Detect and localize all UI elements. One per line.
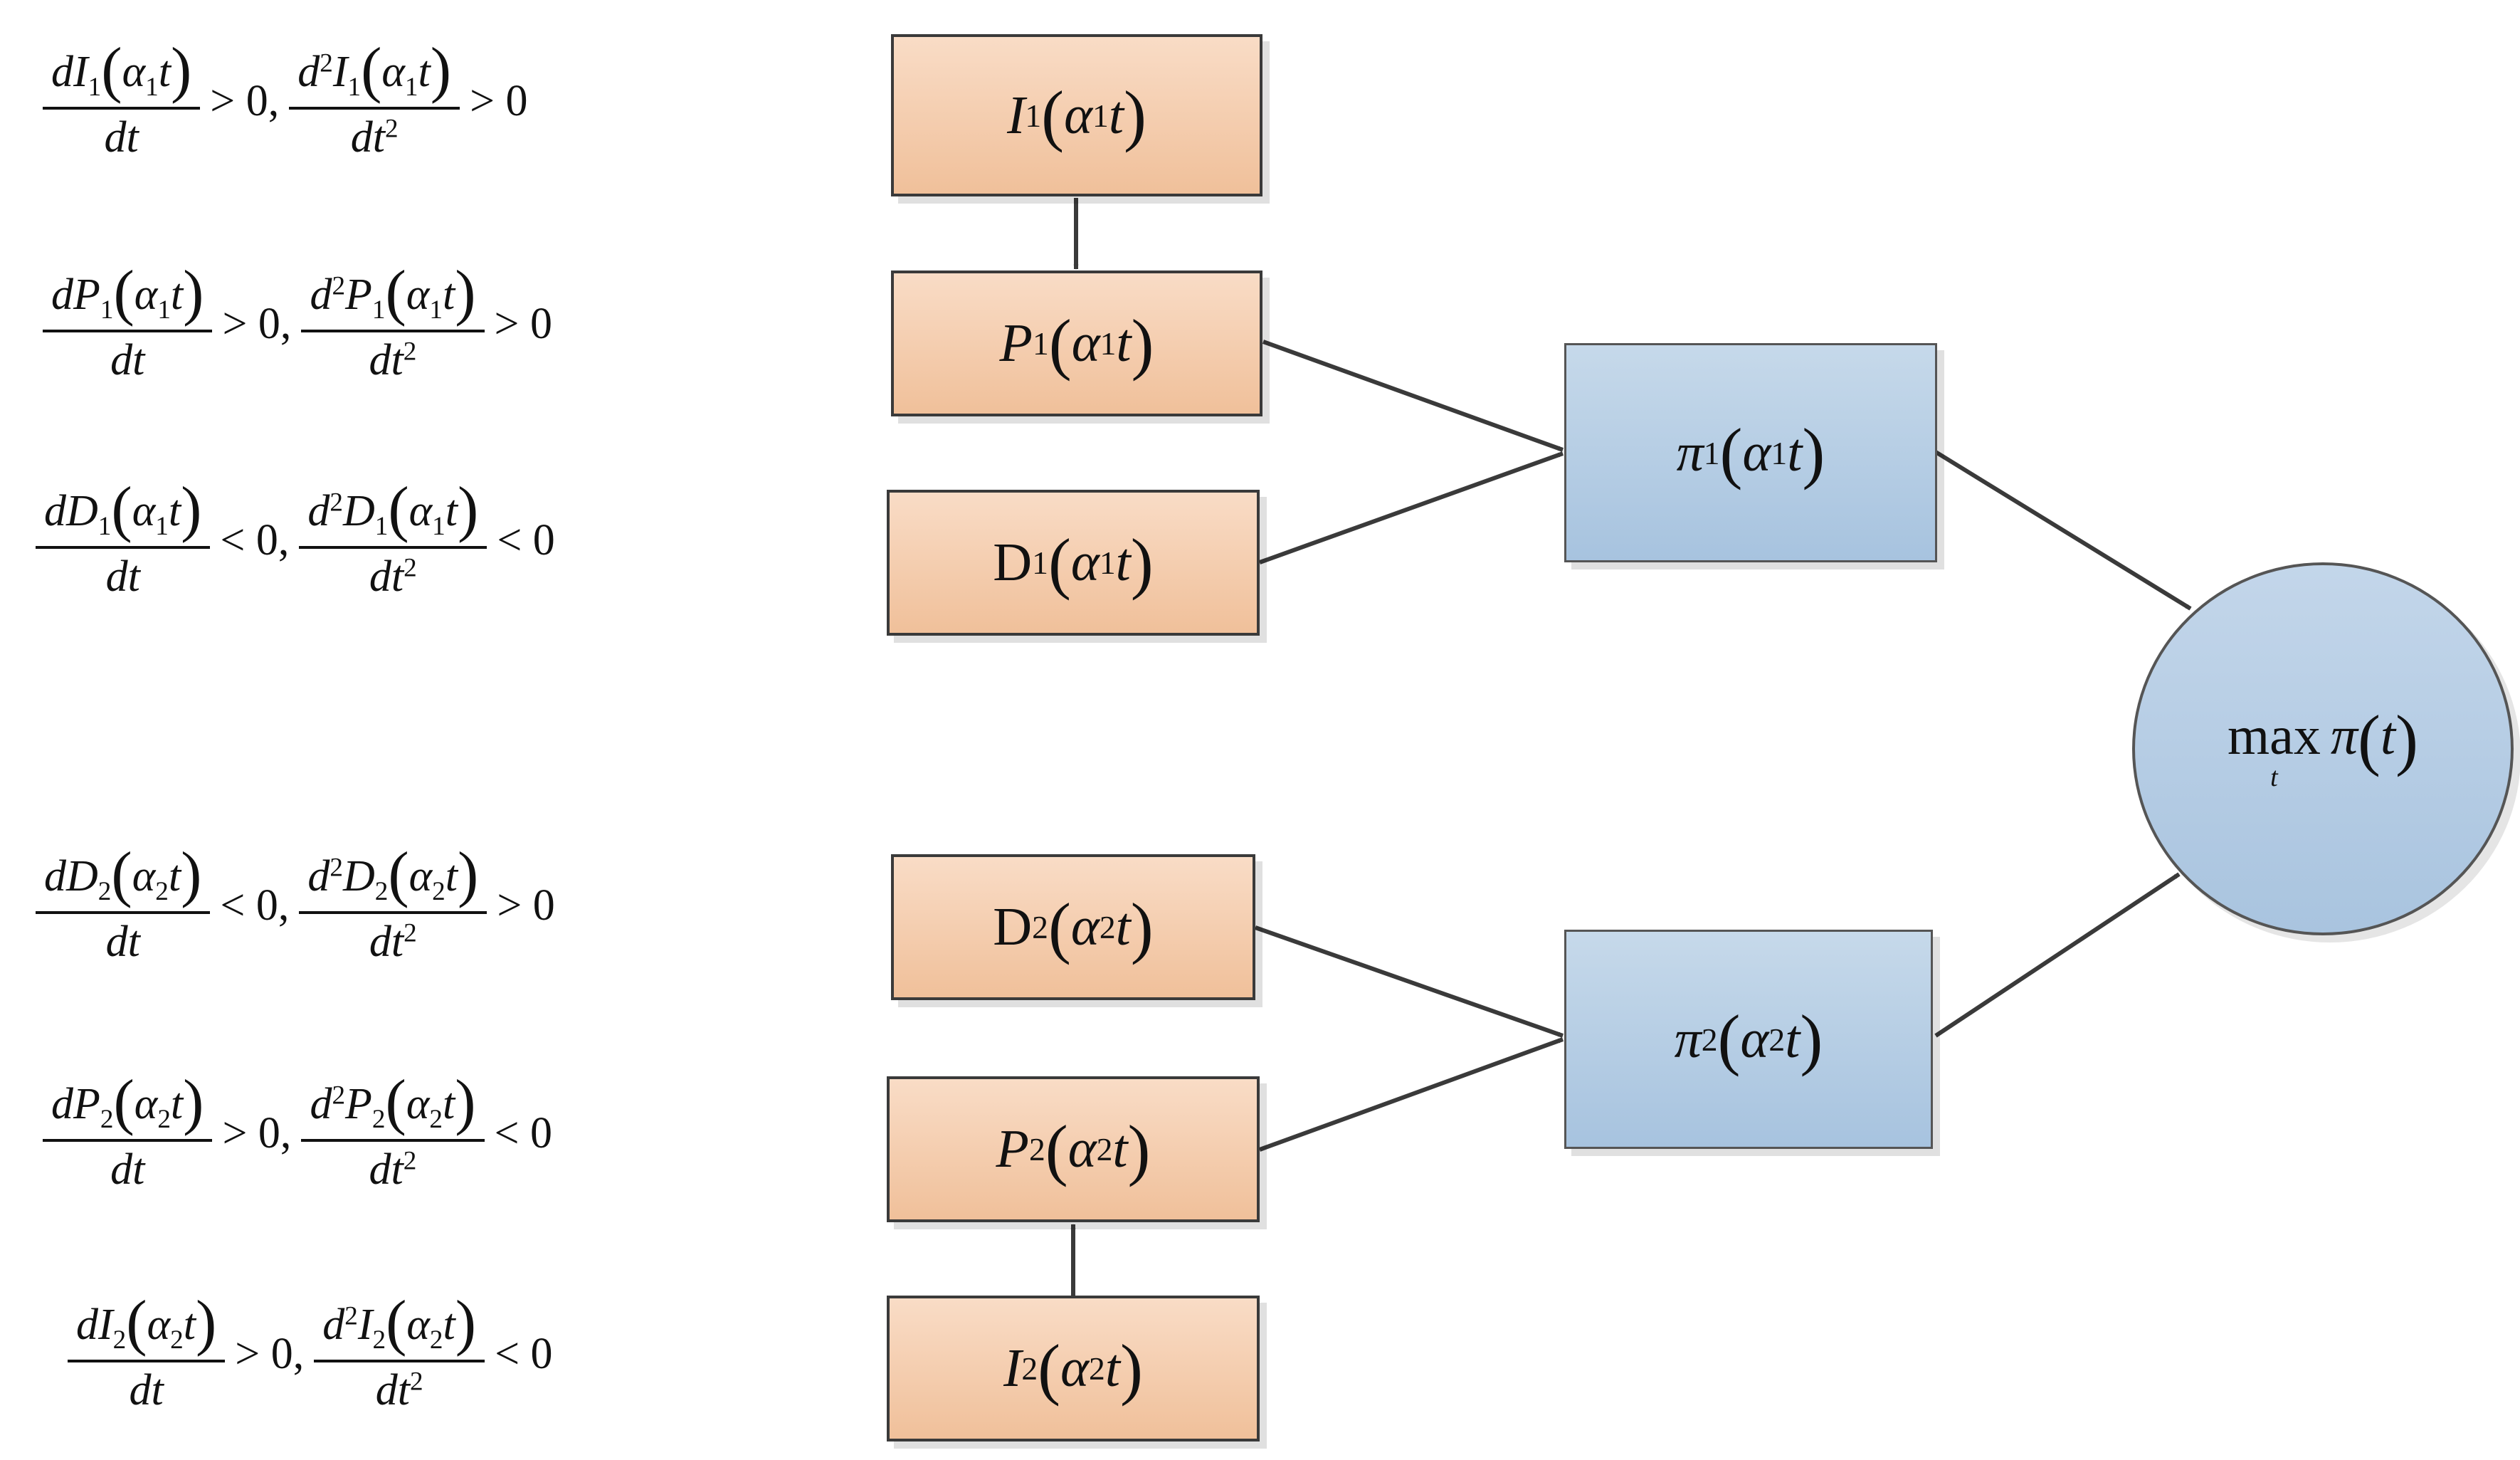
second-derivative: d2I2(α2t) dt2 (314, 1292, 485, 1416)
objective-formula: max t π(t) (2228, 700, 2418, 792)
edge-p2-to-pi2 (1258, 1037, 1564, 1152)
edge-pi2-to-objective (1934, 872, 2181, 1038)
second-derivative-sign: < 0 (497, 515, 555, 564)
condition-row-p2: dP2(α2t) dt > 0, d2P2(α2t) dt2 < 0 (43, 1071, 562, 1195)
condition-row-d1: dD1(α1t) dt < 0, d2D1(α1t) dt2 < 0 (36, 478, 565, 602)
edge-pi1-to-objective (1934, 450, 2192, 611)
second-derivative: d2P2(α2t) dt2 (301, 1071, 485, 1195)
node-objective: max t π(t) (2132, 562, 2514, 935)
first-derivative-sign: < 0, (220, 881, 290, 930)
first-derivative-sign: > 0, (222, 299, 292, 348)
first-derivative-sign: < 0, (220, 515, 290, 564)
first-derivative: dD1(α1t) dt (36, 478, 211, 602)
first-derivative: dP2(α2t) dt (43, 1071, 213, 1195)
first-derivative: dP1(α1t) dt (43, 262, 213, 386)
first-derivative: dI1(α1t) dt (43, 39, 201, 163)
first-derivative-sign: > 0, (210, 76, 280, 125)
condition-row-p1: dP1(α1t) dt > 0, d2P1(α1t) dt2 > 0 (43, 262, 562, 386)
second-derivative-sign: > 0 (494, 299, 552, 348)
condition-row-i1: dI1(α1t) dt > 0, d2I1(α1t) dt2 > 0 (43, 39, 538, 163)
second-derivative-sign: > 0 (470, 76, 528, 125)
first-derivative-sign: > 0, (222, 1108, 292, 1157)
edge-d2-to-pi2 (1255, 925, 1564, 1038)
second-derivative: d2I1(α1t) dt2 (289, 39, 460, 163)
condition-row-i2: dI2(α2t) dt > 0, d2I2(α2t) dt2 < 0 (68, 1292, 563, 1416)
first-derivative: dD2(α2t) dt (36, 844, 211, 967)
second-derivative-sign: < 0 (494, 1108, 552, 1157)
second-derivative: d2D2(α2t) dt2 (299, 844, 487, 967)
second-derivative: d2P1(α1t) dt2 (301, 262, 485, 386)
max-operator: max t (2228, 705, 2321, 792)
first-derivative: dI2(α2t) dt (68, 1292, 226, 1416)
first-derivative-sign: > 0, (235, 1329, 305, 1378)
edge-p1-to-pi1 (1262, 340, 1564, 452)
second-derivative-sign: > 0 (497, 881, 555, 930)
second-derivative-sign: < 0 (495, 1329, 553, 1378)
edge-d1-to-pi1 (1258, 451, 1564, 564)
second-derivative: d2D1(α1t) dt2 (299, 478, 487, 602)
condition-row-d2: dD2(α2t) dt < 0, d2D2(α2t) dt2 > 0 (36, 844, 565, 967)
